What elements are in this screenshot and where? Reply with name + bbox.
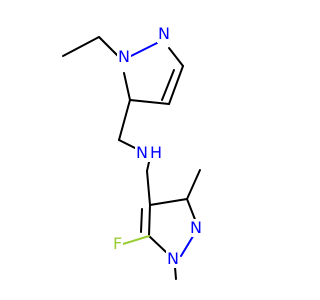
atom-n-amine: N: [135, 143, 149, 162]
molecule-structure: [62, 36, 201, 280]
atom-n-upper-left: N: [117, 47, 131, 66]
bond-lower-c3-methyl: [186, 169, 201, 200]
bond-nh-ch2: [146, 161, 150, 172]
bond-c3-c4-double: [161, 69, 175, 101]
bond-lower-c4-c3: [149, 198, 188, 206]
bond-lower-c3-n2: [186, 198, 197, 223]
atom-h-amine: H: [149, 143, 164, 162]
bond-ch2-c4-lower: [146, 170, 151, 206]
bond-c5-n1: [123, 72, 131, 101]
bond-lower-c5-f: [122, 235, 150, 245]
bond-lower-n1-methyl: [174, 266, 177, 280]
bond-lower-n1-c5: [148, 235, 167, 253]
bond-lower-c5-c4: [148, 204, 151, 237]
atom-n-lower-right: N: [189, 218, 203, 237]
bond-c3-c4: [168, 65, 184, 105]
bond-lower-c5-c4-double: [140, 208, 143, 233]
atom-fluorine: F: [112, 234, 124, 253]
bond-c4-c5: [129, 99, 170, 105]
atom-n-lower-left: N: [166, 249, 180, 268]
bond-ethyl-ch3-ch2: [62, 36, 100, 57]
molecule-diagram: N N N H N N F: [62, 24, 203, 280]
bond-n1-n2: [128, 42, 158, 58]
atom-n-upper-right: N: [157, 24, 171, 43]
bond-n2-c3: [168, 47, 184, 67]
bond-c5-ch2: [118, 99, 131, 141]
bond-ethyl-ch2-n1: [98, 36, 121, 59]
